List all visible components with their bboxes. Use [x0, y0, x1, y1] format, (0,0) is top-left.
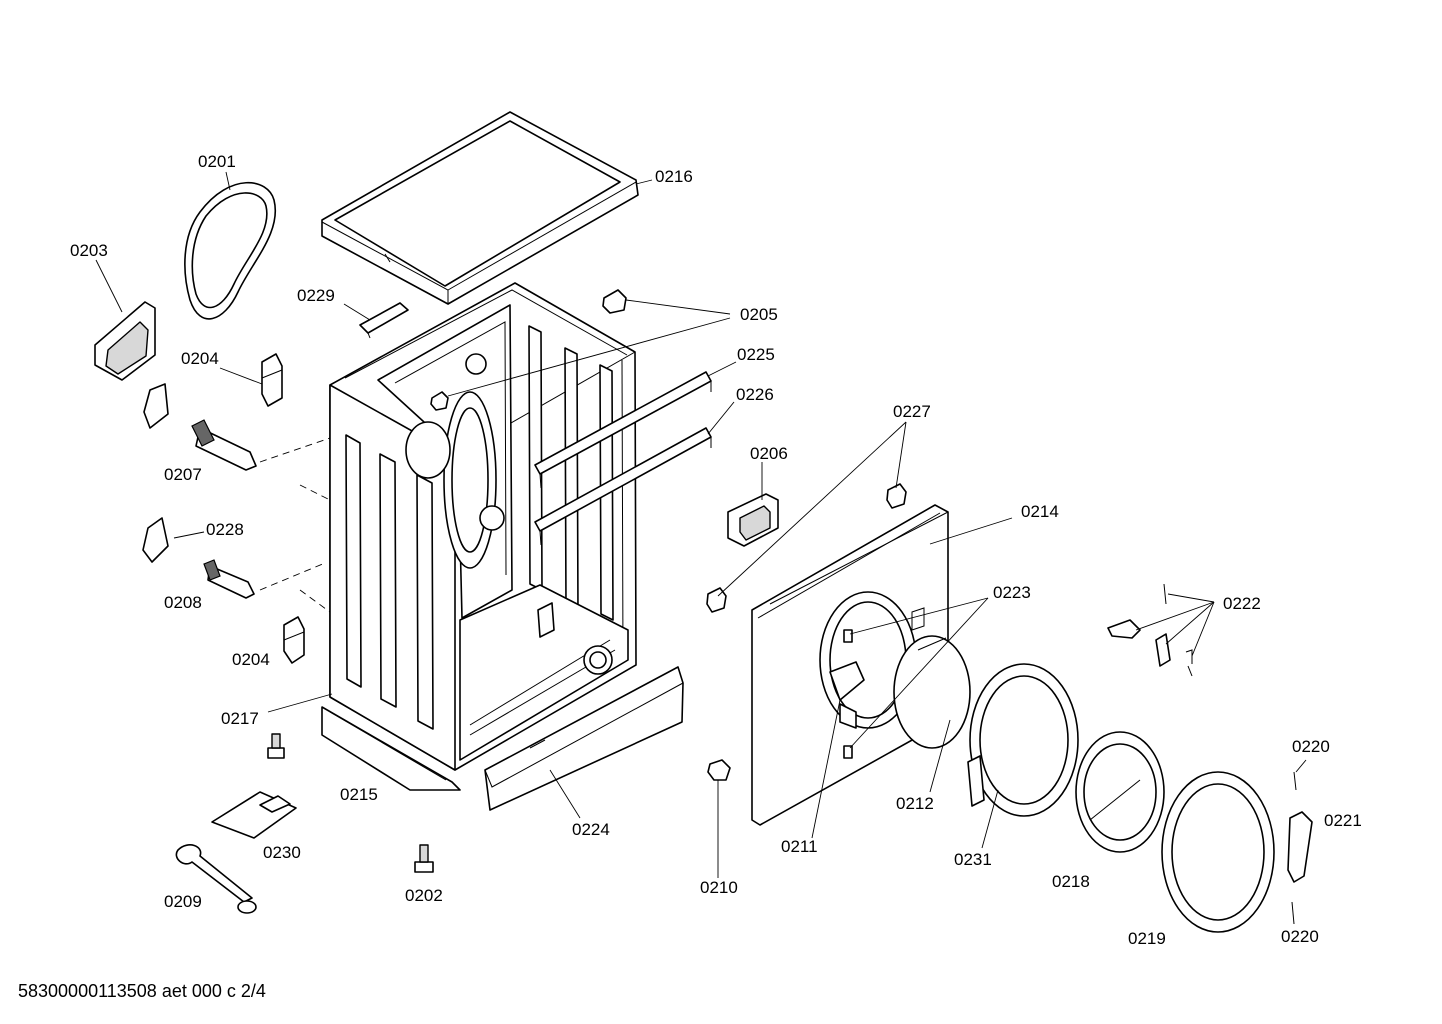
label-0230: 0230	[263, 843, 301, 862]
label-0205: 0205	[740, 305, 778, 324]
part-0203-module	[94, 301, 156, 381]
label-0201: 0201	[198, 152, 236, 171]
leader-lines	[95, 171, 1307, 878]
label-0216: 0216	[655, 167, 693, 186]
part-0206-lock	[727, 493, 779, 547]
document-footer-code: 58300000113508 aet 000 c 2/4	[18, 981, 266, 1001]
part-0209-spanner	[175, 844, 257, 914]
part-0217-foot	[267, 733, 285, 759]
label-0202: 0202	[405, 886, 443, 905]
label-0221: 0221	[1324, 811, 1362, 830]
part-0207-absorber	[143, 383, 257, 471]
part-0212-cover	[893, 635, 971, 749]
part-0204-bracket-upper	[261, 353, 283, 407]
label-0210: 0210	[700, 878, 738, 897]
label-0208: 0208	[164, 593, 202, 612]
label-0204-upper: 0204	[181, 349, 219, 368]
label-0220-upper: 0220	[1292, 737, 1330, 756]
label-0212: 0212	[896, 794, 934, 813]
part-0219-door-ring	[1161, 771, 1275, 933]
label-0225: 0225	[737, 345, 775, 364]
part-0229-bracket	[359, 302, 409, 339]
label-0231: 0231	[954, 850, 992, 869]
part-0231-door-frame	[967, 663, 1079, 817]
part-0204-bracket-lower	[283, 616, 305, 664]
label-0224: 0224	[572, 820, 610, 839]
part-0227-clip	[706, 483, 907, 613]
label-0206: 0206	[750, 444, 788, 463]
part-0225-rail	[534, 371, 712, 489]
part-0228-mount	[142, 517, 169, 563]
label-0228: 0228	[206, 520, 244, 539]
part-0216-worktop	[321, 111, 639, 305]
part-0226-rail	[534, 427, 712, 546]
part-0210-bumper	[707, 759, 731, 781]
label-0214: 0214	[1021, 502, 1059, 521]
label-0220-lower: 0220	[1281, 927, 1319, 946]
part-0201-gasket	[184, 181, 277, 320]
label-0204-lower: 0204	[232, 650, 270, 669]
part-0224-kickplate	[484, 666, 684, 811]
label-0229: 0229	[297, 286, 335, 305]
part-0218-inner-door	[1075, 731, 1165, 853]
part-0222-hinge	[1107, 583, 1193, 677]
part-0208-absorber	[203, 559, 255, 599]
label-0203: 0203	[70, 241, 108, 260]
part-0220-pin	[1291, 771, 1297, 925]
part-0230-plate	[211, 791, 297, 839]
label-0211: 0211	[781, 837, 818, 856]
label-0222: 0222	[1223, 594, 1261, 613]
label-0227: 0227	[893, 402, 931, 421]
label-0209: 0209	[164, 892, 202, 911]
part-0202-foot	[414, 844, 434, 873]
label-0218: 0218	[1052, 872, 1090, 891]
part-0214-front-panel	[751, 504, 949, 826]
label-0215: 0215	[340, 785, 378, 804]
label-0223: 0223	[993, 583, 1031, 602]
label-0207: 0207	[164, 465, 202, 484]
part-0215-plinth	[321, 706, 461, 791]
label-0219: 0219	[1128, 929, 1166, 948]
label-0217: 0217	[221, 709, 259, 728]
part-0221-handle	[1287, 811, 1313, 883]
cabinet-frame	[329, 282, 637, 771]
part-0205-clip	[430, 289, 627, 411]
label-0226: 0226	[736, 385, 774, 404]
